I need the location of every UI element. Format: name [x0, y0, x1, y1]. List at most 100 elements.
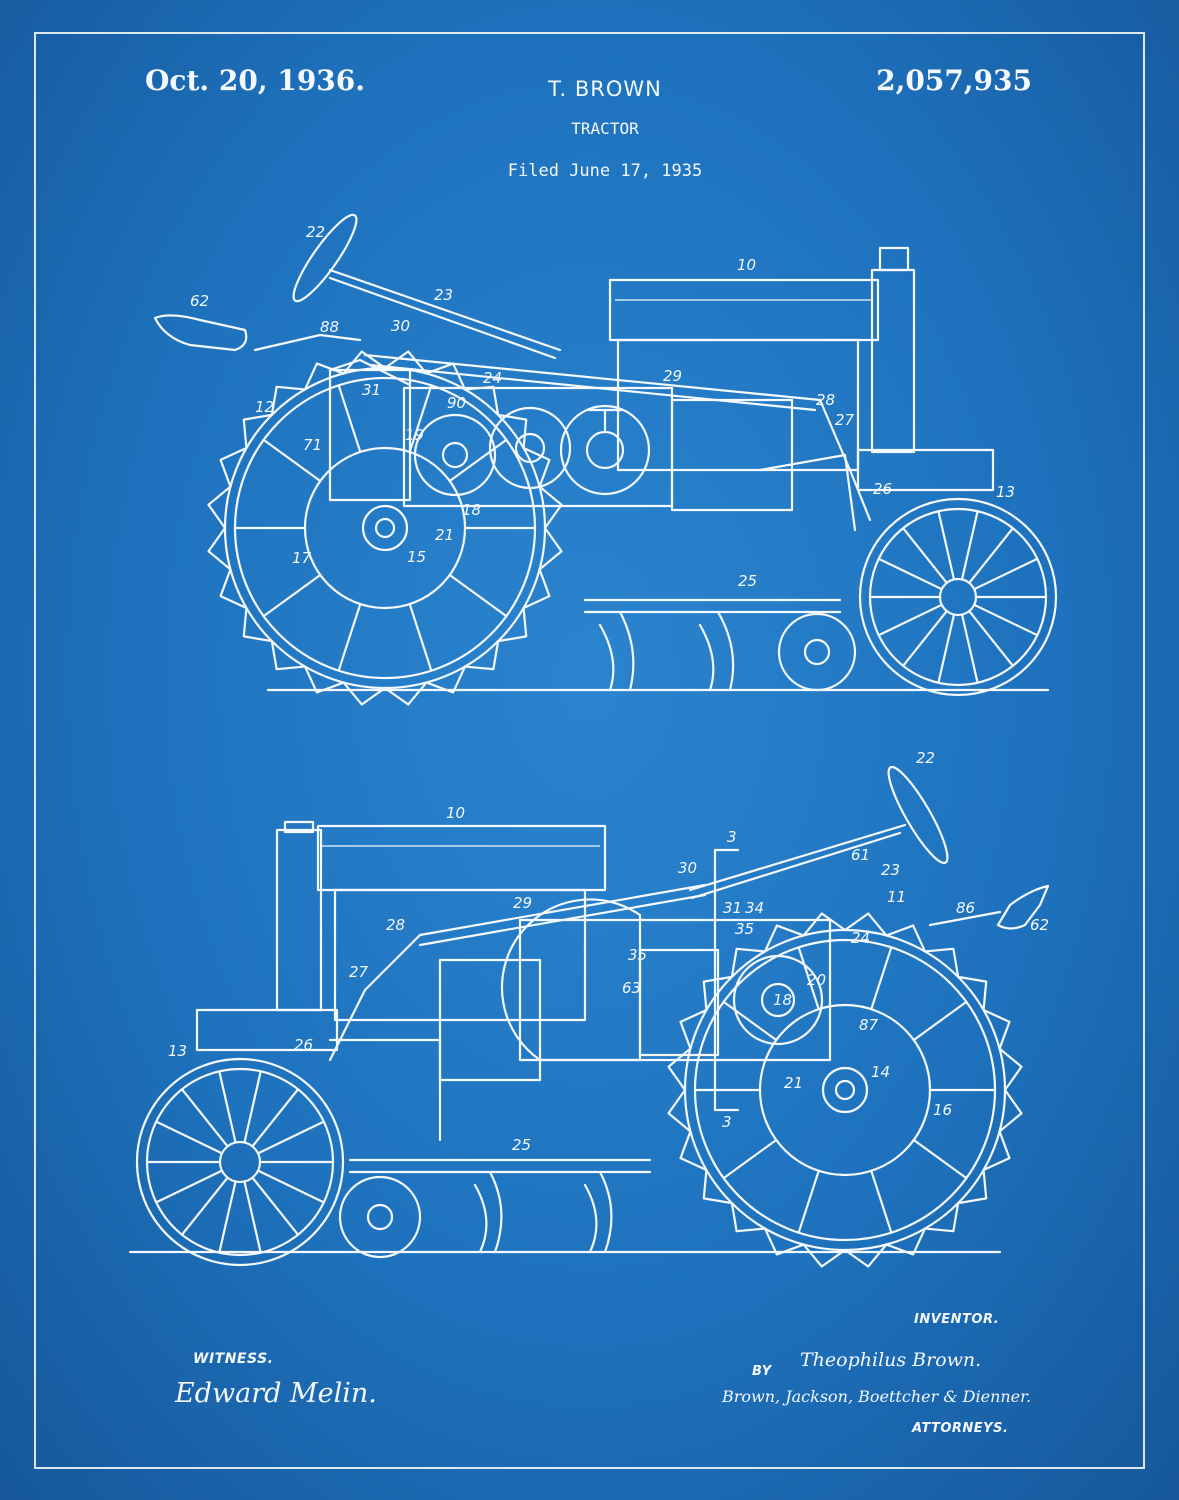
wheel-lug: [957, 975, 988, 1012]
wheel-stroke: [797, 946, 820, 1011]
ref-label: 29: [663, 367, 682, 385]
wheel-stroke: [408, 384, 433, 454]
wheel-stroke: [902, 609, 948, 667]
ref-label: 13: [168, 1042, 187, 1060]
wheel-lug: [383, 681, 428, 706]
ref-label: 18: [773, 991, 792, 1009]
wheel-stroke: [262, 438, 322, 483]
figure-1-rear-wheel: [207, 350, 563, 706]
figure-1-reference-numerals: 10 12 13 15 17 18 19 21 22 23 24 25 26 2…: [190, 223, 1015, 590]
inventor-label: INVENTOR.: [914, 1312, 1000, 1327]
wheel-lug: [982, 1008, 1011, 1050]
wheel-stroke: [256, 1120, 325, 1155]
wheel-stroke: [902, 527, 948, 585]
wheel-stroke: [912, 1000, 968, 1042]
wheel-stroke: [973, 603, 1039, 637]
wheel-lug: [207, 485, 232, 530]
figure-2-cultivator: [338, 1158, 652, 1259]
invention-title: TRACTOR: [571, 119, 639, 138]
wheel-lug: [342, 350, 387, 375]
wheel-lug: [763, 924, 805, 953]
ref-label: 28: [816, 391, 835, 409]
figure-2-reference-numerals: 3 3 10 11 13 14 16 18 20 21 22 23 24 25 …: [168, 749, 1049, 1154]
ref-label: 28: [386, 916, 405, 934]
figure-1-svg: 10 12 13 15 17 18 19 21 22 23 24 25 26 2…: [153, 213, 1058, 706]
figure-2-rear-wheel: [667, 912, 1023, 1268]
wheel-stroke: [243, 1070, 262, 1144]
wheel-lug: [522, 568, 551, 610]
figure-1-front-wheel: [858, 497, 1058, 697]
wheel-lug: [497, 606, 528, 643]
ref-label: 86: [956, 899, 975, 917]
wheel-stroke: [180, 1088, 229, 1148]
ref-label: 26: [873, 480, 892, 498]
wheel-stroke: [968, 609, 1014, 667]
ref-label: 88: [320, 318, 339, 336]
ref-label: 21: [784, 1074, 803, 1092]
wheel-stroke: [448, 573, 508, 618]
wheel-lug: [702, 1168, 733, 1205]
ref-label: 16: [933, 1101, 952, 1119]
ref-label: 24: [483, 369, 502, 387]
wheel-lug: [303, 665, 345, 694]
wheel-stroke: [155, 1169, 224, 1204]
wheel-stroke: [877, 557, 943, 591]
wheel-stroke: [722, 1138, 778, 1180]
ref-label: 31: [723, 899, 742, 917]
ref-label: 11: [887, 888, 906, 906]
wheel-stroke: [408, 602, 433, 672]
figure-1-steering: [292, 213, 562, 360]
ref-label: 25: [738, 572, 757, 590]
ref-label: 31: [362, 381, 381, 399]
figure-1-linkage: [363, 353, 872, 532]
wheel-stroke: [722, 1000, 778, 1042]
ref-label: 62: [1030, 916, 1049, 934]
ref-label: 3: [722, 1113, 732, 1131]
ref-label: 18: [462, 501, 481, 519]
wheel-stroke: [180, 1176, 229, 1236]
wheel-stroke: [937, 510, 956, 581]
figure-2-front-wheel: [135, 1057, 345, 1267]
wheel-lug: [538, 485, 563, 530]
ref-label: 26: [294, 1036, 313, 1054]
wheel-lug: [702, 975, 733, 1012]
ref-label: 27: [349, 963, 369, 981]
wheel-lug: [497, 413, 528, 450]
wheel-lug: [957, 1168, 988, 1205]
ref-label: 10: [737, 256, 756, 274]
ref-label: 30: [391, 317, 410, 335]
figure-2-tractor-drawing: 3 3 10 11 13 14 16 18 20 21 22 23 24 25 …: [0, 735, 1179, 1320]
filing-date: Filed June 17, 1935: [507, 161, 703, 181]
by-label: BY: [752, 1364, 772, 1379]
ref-label: 20: [807, 971, 826, 989]
wheel-stroke: [912, 1138, 968, 1180]
figure-2-linkage: [328, 848, 740, 1142]
wheel-stroke: [243, 1180, 262, 1254]
inventor-name: T. BROWN: [548, 77, 662, 101]
wheel-lug: [923, 947, 960, 978]
wheel-lug: [843, 1243, 888, 1268]
patent-number: 2,057,935: [876, 64, 1032, 97]
figure-2-steering: [688, 765, 949, 900]
wheel-stroke: [251, 1176, 300, 1236]
ref-label: 22: [916, 749, 935, 767]
figure-1-body: [328, 246, 995, 512]
wheel-stroke: [797, 1169, 820, 1234]
ref-label: 19: [405, 426, 424, 444]
ref-label: 87: [859, 1016, 879, 1034]
wheel-stroke: [218, 1180, 237, 1254]
wheel-stroke: [337, 602, 362, 672]
ref-label: 3: [727, 828, 737, 846]
ref-label: 17: [292, 549, 312, 567]
wheel-stroke: [262, 573, 322, 618]
attorney-signature: Brown, Jackson, Boettcher & Dienner.: [722, 1387, 1032, 1406]
ref-label: 14: [871, 1063, 890, 1081]
wheel-lug: [342, 681, 387, 706]
wheel-stroke: [960, 510, 979, 581]
wheel-lug: [998, 1047, 1023, 1092]
wheel-lug: [463, 640, 500, 671]
ref-label: 35: [735, 920, 754, 938]
wheel-lug: [923, 1202, 960, 1233]
wheel-lug: [730, 947, 767, 978]
wheel-stroke: [870, 1169, 893, 1234]
